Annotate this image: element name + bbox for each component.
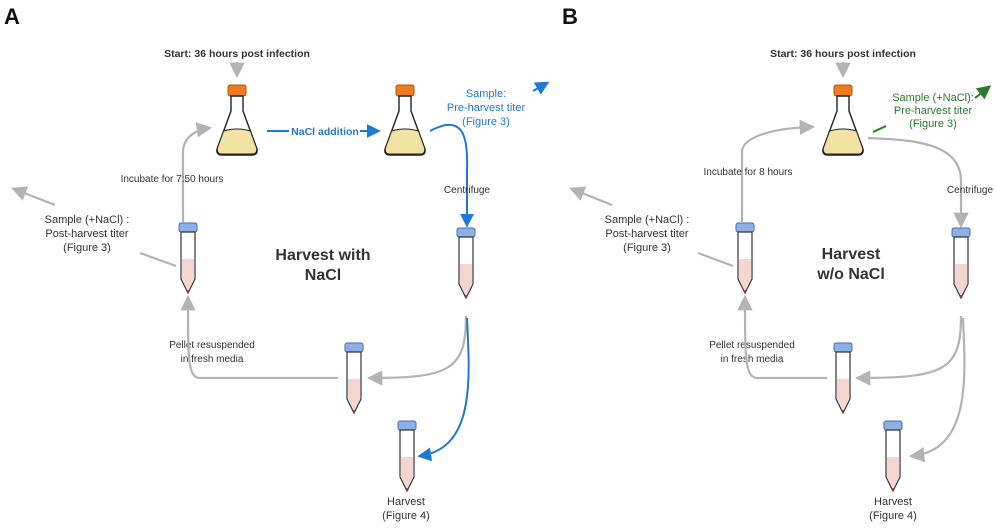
centrifuge-label-b: Centrifuge bbox=[947, 185, 994, 196]
flask-start-a bbox=[216, 84, 258, 156]
pre-harvest-sample-line3-b: (Figure 3) bbox=[909, 118, 957, 130]
tube-harvest-a bbox=[397, 420, 417, 492]
post-sample-arrow-a bbox=[11, 186, 56, 207]
pre-harvest-sample-line1: Sample: bbox=[466, 88, 506, 100]
pellet-to-incubation-arrow-b bbox=[737, 294, 827, 380]
harvest-label-line2-b: (Figure 4) bbox=[869, 510, 917, 522]
panel-a: A Start: 36 hours post infection NaCl ad… bbox=[4, 4, 550, 522]
pre-harvest-sample-line1-b: Sample (+NaCl): bbox=[892, 92, 974, 104]
post-sample-line1-b: Sample (+NaCl) : bbox=[605, 214, 690, 226]
tube-centrifuge-a bbox=[456, 227, 476, 299]
post-sample-arrow-b bbox=[569, 186, 613, 207]
post-sample-line3-a: (Figure 3) bbox=[63, 242, 111, 254]
panel-b-title-line1: Harvest bbox=[822, 246, 881, 263]
pellet-label-line1-a: Pellet resuspended bbox=[169, 340, 255, 351]
flask-start-b bbox=[822, 84, 864, 156]
harvest-label-line2-a: (Figure 4) bbox=[382, 510, 430, 522]
centrifuge-to-pellet-arrow-b bbox=[854, 315, 963, 386]
panel-b-start-label: Start: 36 hours post infection bbox=[770, 48, 916, 60]
post-sample-line2-b: Post-harvest titer bbox=[605, 228, 688, 240]
sample-out-arrow-b bbox=[974, 85, 992, 100]
sample-line-b bbox=[872, 125, 887, 133]
flask-nacl-a bbox=[384, 84, 426, 156]
panel-a-start-label: Start: 36 hours post infection bbox=[164, 48, 310, 60]
flask-to-centrifuge-arrow-b bbox=[867, 136, 969, 229]
panel-a-letter: A bbox=[4, 4, 20, 29]
incubate-label-a: Incubate for 7:50 hours bbox=[121, 174, 224, 185]
tube-incubation-a bbox=[178, 222, 198, 294]
nacl-addition-label: NaCl addition bbox=[291, 126, 359, 138]
sample-out-arrow-a bbox=[532, 81, 550, 95]
centrifuge-label-a: Centrifuge bbox=[444, 185, 491, 196]
panel-b: B Start: 36 hours post infection Sample … bbox=[562, 4, 994, 522]
panel-b-letter: B bbox=[562, 4, 578, 29]
panel-b-title-line2: w/o NaCl bbox=[816, 266, 885, 283]
tube-pellet-b bbox=[833, 342, 853, 414]
flask-to-centrifuge-arrow-a bbox=[429, 123, 474, 228]
harvest-label-line1-b: Harvest bbox=[874, 496, 912, 508]
incubate-arrow-b bbox=[740, 119, 816, 222]
tube-centrifuge-b bbox=[951, 227, 971, 299]
pre-harvest-sample-line3: (Figure 3) bbox=[462, 116, 510, 128]
centrifuge-to-pellet-arrow-a bbox=[366, 315, 468, 386]
tube-incubation-b bbox=[735, 222, 755, 294]
pre-harvest-sample-line2: Pre-harvest titer bbox=[447, 102, 526, 114]
panel-a-title-line2: NaCl bbox=[305, 267, 341, 284]
pre-harvest-sample-line2-b: Pre-harvest titer bbox=[894, 105, 973, 117]
pellet-to-incubation-arrow-a bbox=[180, 294, 338, 380]
pellet-label-line2-b: in fresh media bbox=[721, 354, 784, 365]
post-sample-line2-a: Post-harvest titer bbox=[45, 228, 128, 240]
centrifuge-to-harvest-arrow-b bbox=[908, 317, 966, 463]
tube-harvest-b bbox=[883, 420, 903, 492]
incubate-label-b: Incubate for 8 hours bbox=[704, 167, 793, 178]
pellet-label-line1-b: Pellet resuspended bbox=[709, 340, 795, 351]
panel-a-title-line1: Harvest with bbox=[275, 247, 370, 264]
tube-pellet-a bbox=[344, 342, 364, 414]
post-sample-line-a bbox=[139, 251, 177, 268]
post-sample-line-b bbox=[697, 251, 734, 268]
post-sample-line1-a: Sample (+NaCl) : bbox=[45, 214, 130, 226]
post-sample-line3-b: (Figure 3) bbox=[623, 242, 671, 254]
centrifuge-to-harvest-arrow-a bbox=[417, 317, 470, 462]
pellet-label-line2-a: in fresh media bbox=[181, 354, 244, 365]
harvest-label-line1-a: Harvest bbox=[387, 496, 425, 508]
incubate-arrow-a bbox=[181, 122, 213, 222]
